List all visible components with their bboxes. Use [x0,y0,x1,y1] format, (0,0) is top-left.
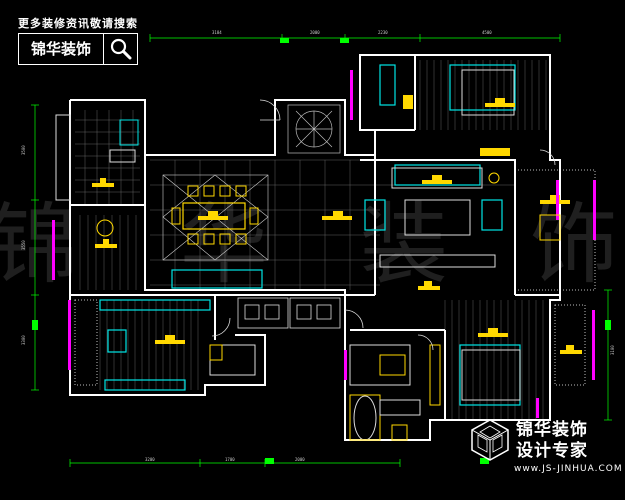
living-room-sofa [379,167,500,268]
watermark-char-4: 饰 [530,193,618,296]
dim-right-1: 3100 [610,345,615,355]
foyer-medallion [287,104,341,154]
dim-bottom-2: 1700 [225,457,235,462]
floor-patterns [75,60,551,420]
dining-table [171,185,259,245]
top-slogan: 更多装修资讯敬请搜索 [18,17,138,30]
yellow-fixtures [96,214,561,441]
brand-name: 锦华装饰 [19,34,104,64]
bathroom-fixtures [209,344,421,441]
dim-bottom-1: 3200 [145,457,155,462]
balcony-areas [74,169,596,386]
magnifier-icon [110,38,131,60]
dim-top-4: 4500 [482,30,492,35]
dim-left-3: 3300 [21,335,26,345]
door-swings [211,99,556,351]
dim-top-3: 2230 [378,30,388,35]
dim-top-2: 2000 [310,30,320,35]
cabinets [99,64,521,406]
foyer-wall-panels [237,297,341,329]
beds [461,69,521,401]
kitchen-fixtures [55,114,139,201]
walls [69,54,561,441]
dimension-labels: 3184 2000 2230 4500 3200 1700 2000 3500 … [21,30,615,462]
dimension-markers [32,38,611,464]
watermark-char-1: 锦 [0,193,78,296]
watermark-char-3: 装 [360,193,448,296]
room-label-bars [92,95,582,354]
search-button[interactable] [104,34,137,64]
logo-text: 锦华装饰 设计专家 [516,420,588,462]
dim-left-2: 3550 [21,240,26,250]
watermark: 锦 华 装 饰 [0,193,618,296]
dim-bottom-3: 2000 [295,457,305,462]
dim-top-1: 3184 [212,30,222,35]
dimension-lines [31,34,612,467]
dim-left-1: 3500 [21,145,26,155]
magenta-accents [52,70,596,418]
logo-line-2: 设计专家 [516,441,588,461]
logo-url: www.JS-JINHUA.COM [514,464,623,474]
logo-line-1: 锦华装饰 [516,420,588,440]
brand-search-bar: 锦华装饰 [18,33,138,65]
cube-emblem-icon [471,419,509,461]
